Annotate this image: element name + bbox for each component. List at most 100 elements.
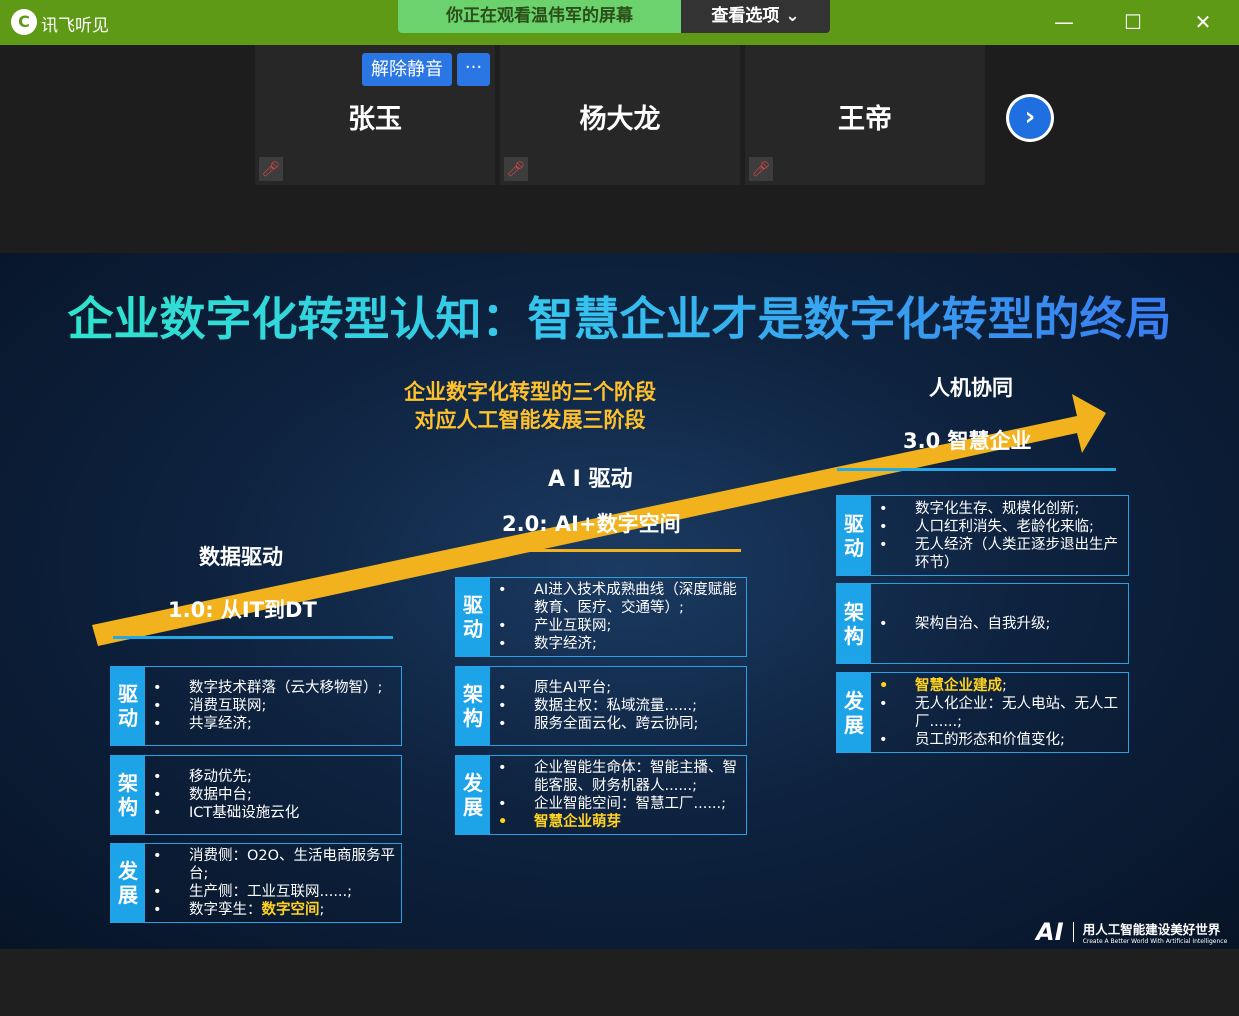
stage1-name: 1.0: 从IT到DT xyxy=(168,598,317,622)
arch-label: 架构 xyxy=(456,667,490,745)
stage2-arch-list: 原生AI平台; 数据主权：私域流量......; 服务全面云化、跨云协同; xyxy=(490,667,742,745)
stage1-driver: 数据驱动 xyxy=(199,545,283,569)
list-item: 数字化生存、规模化创新; xyxy=(879,500,1124,518)
minimize-icon[interactable]: — xyxy=(1054,10,1074,34)
stage3-arch-list: 架构自治、自我升级; xyxy=(871,584,1124,663)
list-item: 消费互联网; xyxy=(153,697,397,715)
arch-label: 架构 xyxy=(837,584,871,663)
list-item: 无人化企业：无人电站、无人工厂......; xyxy=(879,695,1124,731)
stage2-drive-box: 驱动 AI进入技术成熟曲线（深度赋能教育、医疗、交通等）; 产业互联网; 数字经… xyxy=(455,577,747,657)
arch-label: 架构 xyxy=(111,756,145,834)
dev-label: 发展 xyxy=(111,844,145,922)
mic-muted-icon: 🎤︎ xyxy=(259,157,283,181)
stage3-arch-box: 架构 架构自治、自我升级; xyxy=(836,583,1129,664)
list-item: 企业智能空间：智慧工厂......; xyxy=(498,795,742,813)
list-item: 架构自治、自我升级; xyxy=(879,615,1124,633)
list-item: 数字经济; xyxy=(498,635,742,653)
more-options-button[interactable]: ··· xyxy=(457,53,490,86)
close-icon[interactable]: ✕ xyxy=(1194,10,1212,34)
participant-name: 杨大龙 xyxy=(579,104,661,135)
stage1-underline xyxy=(113,636,393,639)
list-item: 数字孪生：数字空间; xyxy=(153,901,397,919)
logo-divider xyxy=(1072,922,1074,942)
stage3-dev-box: 发展 智慧企业建成; 无人化企业：无人电站、无人工厂......; 员工的形态和… xyxy=(836,672,1129,753)
list-item: AI进入技术成熟曲线（深度赋能教育、医疗、交通等）; xyxy=(498,581,742,617)
list-item: 数据中台; xyxy=(153,786,397,804)
stage1-arch-list: 移动优先; 数据中台; ICT基础设施云化 xyxy=(145,756,397,834)
mic-muted-icon: 🎤︎ xyxy=(749,157,773,181)
title-bar: C 讯飞听见 你正在观看温伟军的屏幕 查看选项 ⌄ — ☐ ✕ xyxy=(0,0,1239,45)
list-item: 服务全面云化、跨云协同; xyxy=(498,715,742,733)
next-page-button[interactable]: › xyxy=(1006,94,1054,142)
shared-slide: 企业数字化转型认知：智慧企业才是数字化转型的终局 企业数字化转型的三个阶段 对应… xyxy=(0,253,1239,949)
app-logo-icon: C xyxy=(11,9,37,35)
list-item-tail: ; xyxy=(319,902,325,918)
stage2-arch-box: 架构 原生AI平台; 数据主权：私域流量......; 服务全面云化、跨云协同; xyxy=(455,666,747,746)
drive-label: 驱动 xyxy=(837,496,871,575)
list-item: 共享经济; xyxy=(153,715,397,733)
unmute-button[interactable]: 解除静音 xyxy=(362,53,452,86)
stage2-underline xyxy=(490,549,741,552)
participant-tile[interactable]: 杨大龙 🎤︎ xyxy=(500,45,740,185)
stage3-drive-list: 数字化生存、规模化创新; 人口红利消失、老龄化来临; 无人经济（人类正逐步退出生… xyxy=(871,496,1124,575)
list-item-text: 数字孪生： xyxy=(189,902,262,918)
stage3-driver: 人机协同 xyxy=(929,376,1013,400)
participant-name: 张玉 xyxy=(348,104,402,135)
list-item: 员工的形态和价值变化; xyxy=(879,731,1124,749)
list-item: 企业智能生命体：智能主播、智能客服、财务机器人......; xyxy=(498,759,742,795)
stage2-driver: A I 驱动 xyxy=(548,467,633,492)
list-item: 原生AI平台; xyxy=(498,679,742,697)
slide-subtitle: 企业数字化转型的三个阶段 对应人工智能发展三阶段 xyxy=(380,378,680,434)
participant-gallery: 张玉 🎤︎ 杨大龙 🎤︎ 王帝 🎤︎ xyxy=(0,45,1239,253)
highlight-text: 智慧企业建成 xyxy=(915,677,1002,694)
screen-share-banner: 你正在观看温伟军的屏幕 xyxy=(398,0,681,33)
slide-logo: AI 用人工智能建设美好世界 Create A Better World Wit… xyxy=(1036,918,1227,946)
list-item: 产业互联网; xyxy=(498,617,742,635)
stage2-drive-list: AI进入技术成熟曲线（深度赋能教育、医疗、交通等）; 产业互联网; 数字经济; xyxy=(490,578,742,656)
stage1-drive-list: 数字技术群落（云大移物智）; 消费互联网; 共享经济; xyxy=(145,667,397,745)
growth-arrow xyxy=(92,394,1106,646)
mic-muted-icon: 🎤︎ xyxy=(504,157,528,181)
list-item: 无人经济（人类正逐步退出生产环节） xyxy=(879,536,1124,572)
participant-tile[interactable]: 王帝 🎤︎ xyxy=(745,45,985,185)
highlight-list-item: 智慧企业建成; xyxy=(879,677,1124,695)
stage1-arch-box: 架构 移动优先; 数据中台; ICT基础设施云化 xyxy=(110,755,402,835)
stage1-dev-list: 消费侧：O2O、生活电商服务平台; 生产侧：工业互联网......; 数字孪生：… xyxy=(145,844,397,922)
list-item: ICT基础设施云化 xyxy=(153,804,397,822)
list-item: 生产侧：工业互联网......; xyxy=(153,883,397,901)
chevron-right-icon: › xyxy=(1009,97,1051,139)
highlight-list-item: 智慧企业萌芽 xyxy=(498,813,742,831)
stage1-dev-box: 发展 消费侧：O2O、生活电商服务平台; 生产侧：工业互联网......; 数字… xyxy=(110,843,402,923)
slide-title: 企业数字化转型认知：智慧企业才是数字化转型的终局 xyxy=(0,283,1239,349)
stage3-drive-box: 驱动 数字化生存、规模化创新; 人口红利消失、老龄化来临; 无人经济（人类正逐步… xyxy=(836,495,1129,576)
list-item-tail: ; xyxy=(1002,677,1007,694)
subtitle-line: 企业数字化转型的三个阶段 xyxy=(404,380,656,404)
stage3-name: 3.0 智慧企业 xyxy=(903,429,1032,453)
ai-logo-mark: AI xyxy=(1036,918,1064,946)
list-item: 移动优先; xyxy=(153,768,397,786)
highlight-text: 数字空间 xyxy=(261,902,320,918)
drive-label: 驱动 xyxy=(111,667,145,745)
stage2-dev-list: 企业智能生命体：智能主播、智能客服、财务机器人......; 企业智能空间：智慧… xyxy=(490,756,742,834)
drive-label: 驱动 xyxy=(456,578,490,656)
list-item: 人口红利消失、老龄化来临; xyxy=(879,518,1124,536)
dev-label: 发展 xyxy=(837,673,871,752)
subtitle-line: 对应人工智能发展三阶段 xyxy=(414,408,646,432)
participant-name: 王帝 xyxy=(838,104,892,135)
stage3-underline xyxy=(837,468,1116,471)
stage2-name: 2.0: AI+数字空间 xyxy=(502,512,681,536)
list-item: 数字技术群落（云大移物智）; xyxy=(153,679,397,697)
logo-text: 用人工智能建设美好世界 xyxy=(1082,922,1221,937)
stage2-dev-box: 发展 企业智能生命体：智能主播、智能客服、财务机器人......; 企业智能空间… xyxy=(455,755,747,835)
stage1-drive-box: 驱动 数字技术群落（云大移物智）; 消费互联网; 共享经济; xyxy=(110,666,402,746)
stage3-dev-list: 智慧企业建成; 无人化企业：无人电站、无人工厂......; 员工的形态和价值变… xyxy=(871,673,1124,752)
maximize-icon[interactable]: ☐ xyxy=(1124,10,1142,34)
list-item: 数据主权：私域流量......; xyxy=(498,697,742,715)
view-options-button[interactable]: 查看选项 ⌄ xyxy=(681,0,830,33)
dev-label: 发展 xyxy=(456,756,490,834)
bottom-bar xyxy=(0,949,1239,1016)
logo-text-block: 用人工智能建设美好世界 Create A Better World With A… xyxy=(1083,919,1228,945)
list-item: 消费侧：O2O、生活电商服务平台; xyxy=(153,847,397,883)
logo-subtext: Create A Better World With Artificial In… xyxy=(1082,938,1228,945)
app-name: 讯飞听见 xyxy=(41,16,109,36)
